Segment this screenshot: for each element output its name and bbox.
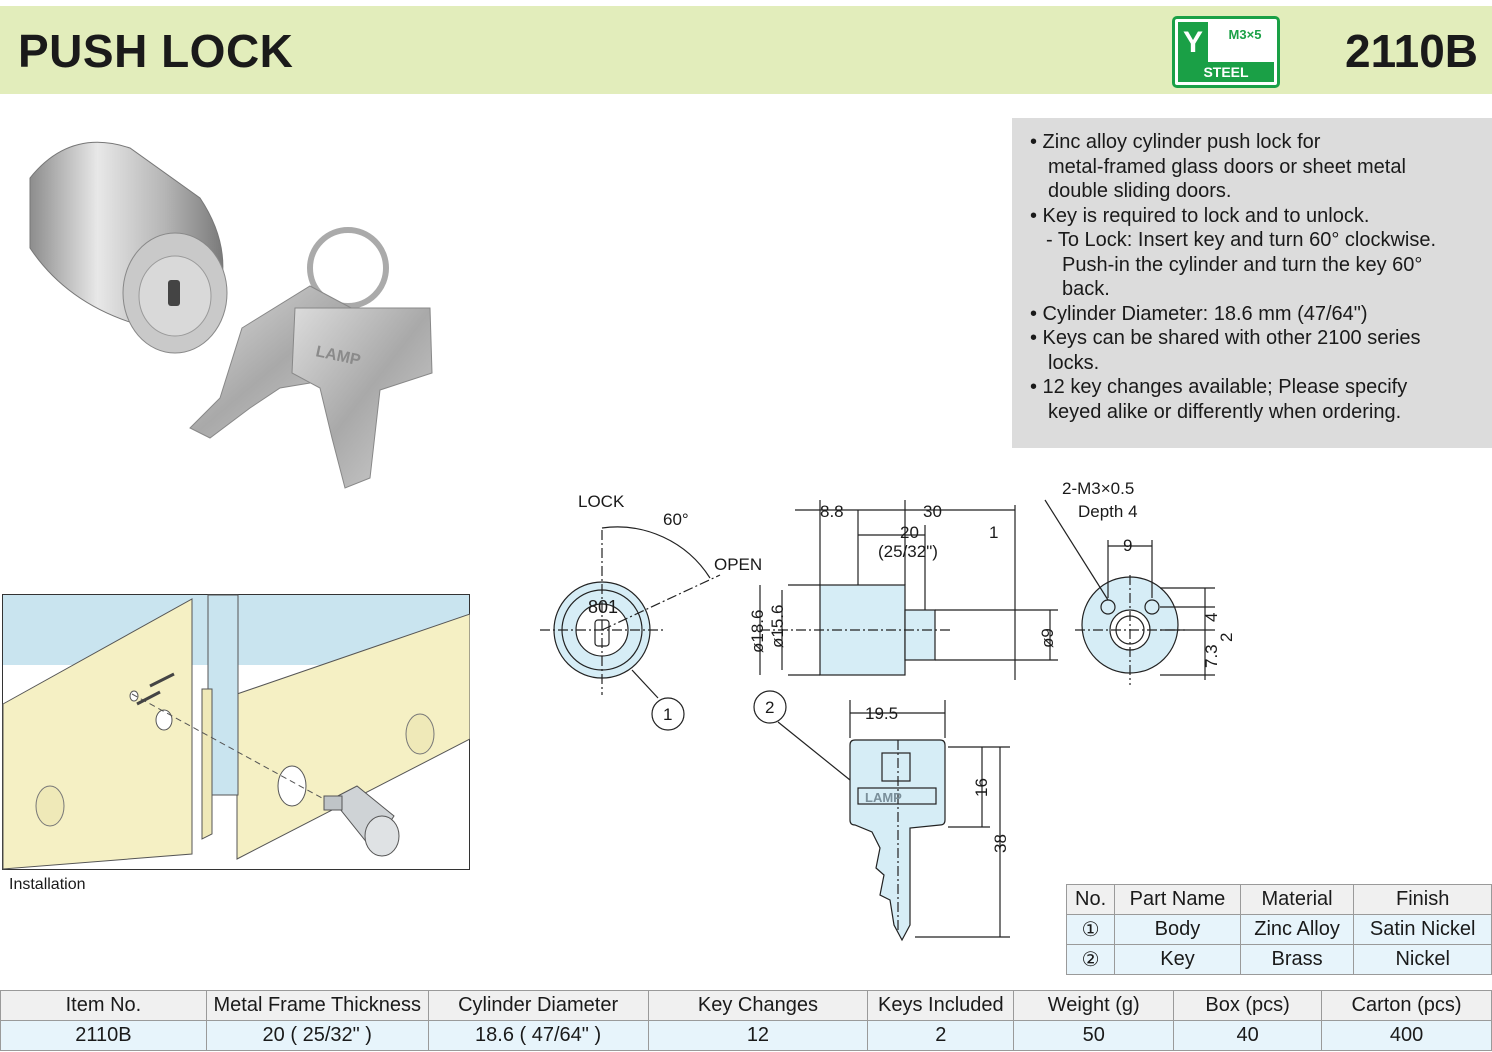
dim-d18-6: ø18.6 <box>748 610 767 653</box>
spec-header-cell: Weight (g) <box>1013 990 1175 1021</box>
spec-header-cell: Item No. <box>0 990 207 1021</box>
spec-row: 2110B 20 ( 25/32" ) 18.6 ( 47/64" ) 12 2… <box>0 1020 1492 1051</box>
parts-header-cell: Material <box>1239 884 1355 915</box>
description-box: • Zinc alloy cylinder push lock for meta… <box>1012 118 1492 448</box>
face-number: 801 <box>588 597 618 617</box>
parts-cell: Zinc Alloy <box>1239 914 1355 945</box>
spec-header-row: Item No. Metal Frame Thickness Cylinder … <box>0 990 1492 1021</box>
spec-table: Item No. Metal Frame Thickness Cylinder … <box>0 990 1492 1051</box>
spec-header-cell: Cylinder Diameter <box>427 990 649 1021</box>
lock-label: LOCK <box>578 492 625 511</box>
dim-30: 30 <box>923 502 942 521</box>
spec-cell: 40 <box>1173 1020 1323 1051</box>
open-label: OPEN <box>714 555 762 574</box>
spec-header-cell: Box (pcs) <box>1173 990 1323 1021</box>
spec-cell: 400 <box>1321 1020 1492 1051</box>
parts-header-cell: Part Name <box>1114 884 1241 915</box>
description-line: • Keys can be shared with other 2100 ser… <box>1030 327 1421 349</box>
description-line: keyed alike or differently when ordering… <box>1048 400 1402 423</box>
technical-drawing: LOCK 60° OPEN 801 1 2 8.8 30 20 (25/32")… <box>540 479 1236 942</box>
dim-20: 20 <box>900 523 919 542</box>
angle-label: 60° <box>663 510 689 529</box>
badge-screw-size: M3×5 <box>1228 27 1262 42</box>
installation-illustration <box>2 594 470 870</box>
description-line: double sliding doors. <box>1048 180 1232 202</box>
spec-header-cell: Key Changes <box>647 990 869 1021</box>
description-line: - To Lock: Insert key and turn 60° clock… <box>1046 229 1437 251</box>
dim-20-inch: (25/32") <box>878 542 938 561</box>
parts-header-row: No. Part Name Material Finish <box>1065 884 1492 915</box>
dim-d15-6: ø15.6 <box>768 605 787 648</box>
description-line: • Key is required to lock and to unlock. <box>1030 204 1370 227</box>
thread-label: 2-M3×0.5 <box>1062 479 1134 498</box>
rear-view <box>1044 499 1215 685</box>
product-photo: LAMP <box>29 141 433 489</box>
dim-16: 16 <box>972 778 991 797</box>
parts-cell: Brass <box>1239 944 1355 975</box>
installed-lock-cylinder <box>323 785 400 857</box>
description-line: locks. <box>1048 351 1100 374</box>
parts-header-cell: Finish <box>1353 884 1492 915</box>
parts-cell: Satin Nickel <box>1353 914 1492 945</box>
dim-7-3: 7.3 <box>1202 644 1221 668</box>
description-line: Push-in the cylinder and turn the key 60… <box>1062 253 1423 276</box>
spec-cell: 50 <box>1013 1020 1175 1051</box>
spec-header-cell: Keys Included <box>867 990 1015 1021</box>
front-view <box>540 526 721 699</box>
dim-1: 1 <box>989 523 998 542</box>
parts-row: ① Body Zinc Alloy Satin Nickel <box>1065 914 1492 945</box>
spec-cell: 20 ( 25/32" ) <box>205 1020 429 1051</box>
model-number: 2110B <box>1344 25 1478 77</box>
callout-2: 2 <box>765 698 774 717</box>
dim-4: 4 <box>1202 613 1221 622</box>
parts-row: ② Key Brass Nickel <box>1065 944 1492 975</box>
spec-cell: 18.6 ( 47/64" ) <box>427 1020 649 1051</box>
parts-header-cell: No. <box>1065 884 1116 915</box>
callout-circles <box>651 690 787 731</box>
dim-38: 38 <box>991 834 1010 853</box>
screw-material-badge: Y M3×5 STEEL <box>1172 16 1280 88</box>
parts-cell: ① <box>1065 914 1116 945</box>
description-line: • Cylinder Diameter: 18.6 mm (47/64") <box>1030 302 1368 325</box>
page-title: PUSH LOCK <box>18 25 294 77</box>
keys: LAMP <box>189 227 433 489</box>
installation-caption: Installation <box>9 876 86 893</box>
dim-9: 9 <box>1123 536 1132 555</box>
dim-d9: ø9 <box>1038 628 1057 648</box>
parts-cell: Key <box>1114 944 1241 975</box>
header-band: PUSH LOCK Y M3×5 STEEL 2110B <box>0 6 1492 94</box>
parts-cell: Nickel <box>1353 944 1492 975</box>
spec-header-cell: Metal Frame Thickness <box>205 990 429 1021</box>
dim-8-8: 8.8 <box>820 502 844 521</box>
spec-cell: 2 <box>867 1020 1015 1051</box>
depth-label: Depth 4 <box>1078 502 1138 521</box>
dim-19-5: 19.5 <box>865 704 898 723</box>
parts-table: No. Part Name Material Finish ① Body Zin… <box>1065 884 1492 975</box>
spec-cell: 12 <box>647 1020 869 1051</box>
description-line: metal-framed glass doors or sheet metal <box>1048 155 1406 178</box>
spec-header-cell: Carton (pcs) <box>1321 990 1492 1021</box>
badge-letter: Y <box>1178 22 1208 64</box>
key-view <box>777 700 1010 942</box>
side-view <box>759 500 1058 680</box>
cylinder-body <box>29 141 228 354</box>
description-line: back. <box>1062 278 1110 300</box>
key-brand: LAMP <box>865 790 902 805</box>
spec-cell: 2110B <box>0 1020 207 1051</box>
description-line: • Zinc alloy cylinder push lock for <box>1030 131 1321 153</box>
callout-1: 1 <box>663 705 672 724</box>
parts-cell: ② <box>1065 944 1116 975</box>
dim-2: 2 <box>1217 633 1236 642</box>
badge-material: STEEL <box>1178 62 1274 82</box>
parts-cell: Body <box>1114 914 1241 945</box>
description-line: • 12 key changes available; Please speci… <box>1030 376 1408 398</box>
